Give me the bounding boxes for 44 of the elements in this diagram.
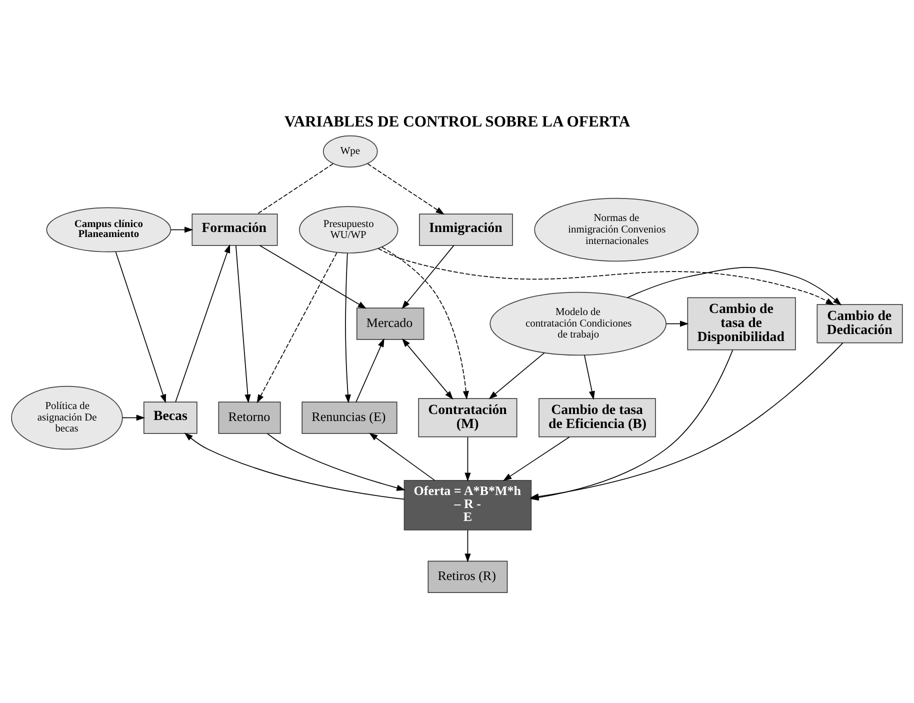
node-ellipse: Modelo de contratación Condiciones de trabajo [490, 291, 667, 356]
arrow [402, 244, 454, 309]
node-box: Oferta = A*B*M*h – R - E [404, 479, 532, 530]
node-ellipse: Wpe [322, 134, 378, 168]
node-box: Becas [143, 401, 198, 434]
node-ellipse: Campus clínico Planeamiento [46, 206, 172, 252]
node-box: Retorno [218, 401, 281, 434]
diagram-title: VARIABLES DE CONTROL SOBRE LA OFERTA [284, 113, 630, 130]
node-box: Contratación (M) [418, 398, 518, 437]
connector [256, 162, 334, 214]
arrow [402, 338, 454, 400]
arrow [259, 244, 367, 308]
node-box: Cambio de Dedicación [816, 304, 903, 343]
arrow [256, 252, 338, 403]
arrow [122, 414, 146, 420]
arrow [378, 248, 834, 305]
arrow [115, 251, 166, 403]
node-box: Retiros (R) [428, 560, 508, 592]
arrow [382, 246, 469, 400]
arrow [184, 432, 405, 500]
arrow [266, 432, 406, 490]
node-ellipse: Presupuesto WU/WP [298, 206, 398, 253]
node-box: Mercado [356, 307, 424, 340]
arrow [235, 244, 251, 403]
arrow [170, 226, 194, 232]
node-box: Cambio de tasa de Disponibilidad [687, 296, 796, 350]
arrow [626, 266, 842, 305]
node-ellipse: Política de asignación De becas [11, 385, 123, 450]
arrow [369, 432, 436, 480]
node-box: Cambio de tasa de Eficiencia (B) [538, 398, 656, 437]
arrow [666, 320, 689, 326]
arrow [356, 338, 384, 402]
arrow [464, 529, 471, 562]
node-ellipse: Normas de inmigración Convenios internacionales [534, 197, 699, 262]
arrow [367, 162, 444, 214]
node-box: Formación [192, 213, 278, 246]
arrow [344, 252, 351, 403]
arrow [175, 244, 230, 402]
node-box: Inmigración [419, 213, 513, 246]
arrow [584, 354, 595, 400]
node-box: Renuncias (E) [302, 401, 398, 434]
arrow [502, 436, 570, 480]
arrow [464, 436, 471, 481]
arrow [488, 352, 545, 399]
